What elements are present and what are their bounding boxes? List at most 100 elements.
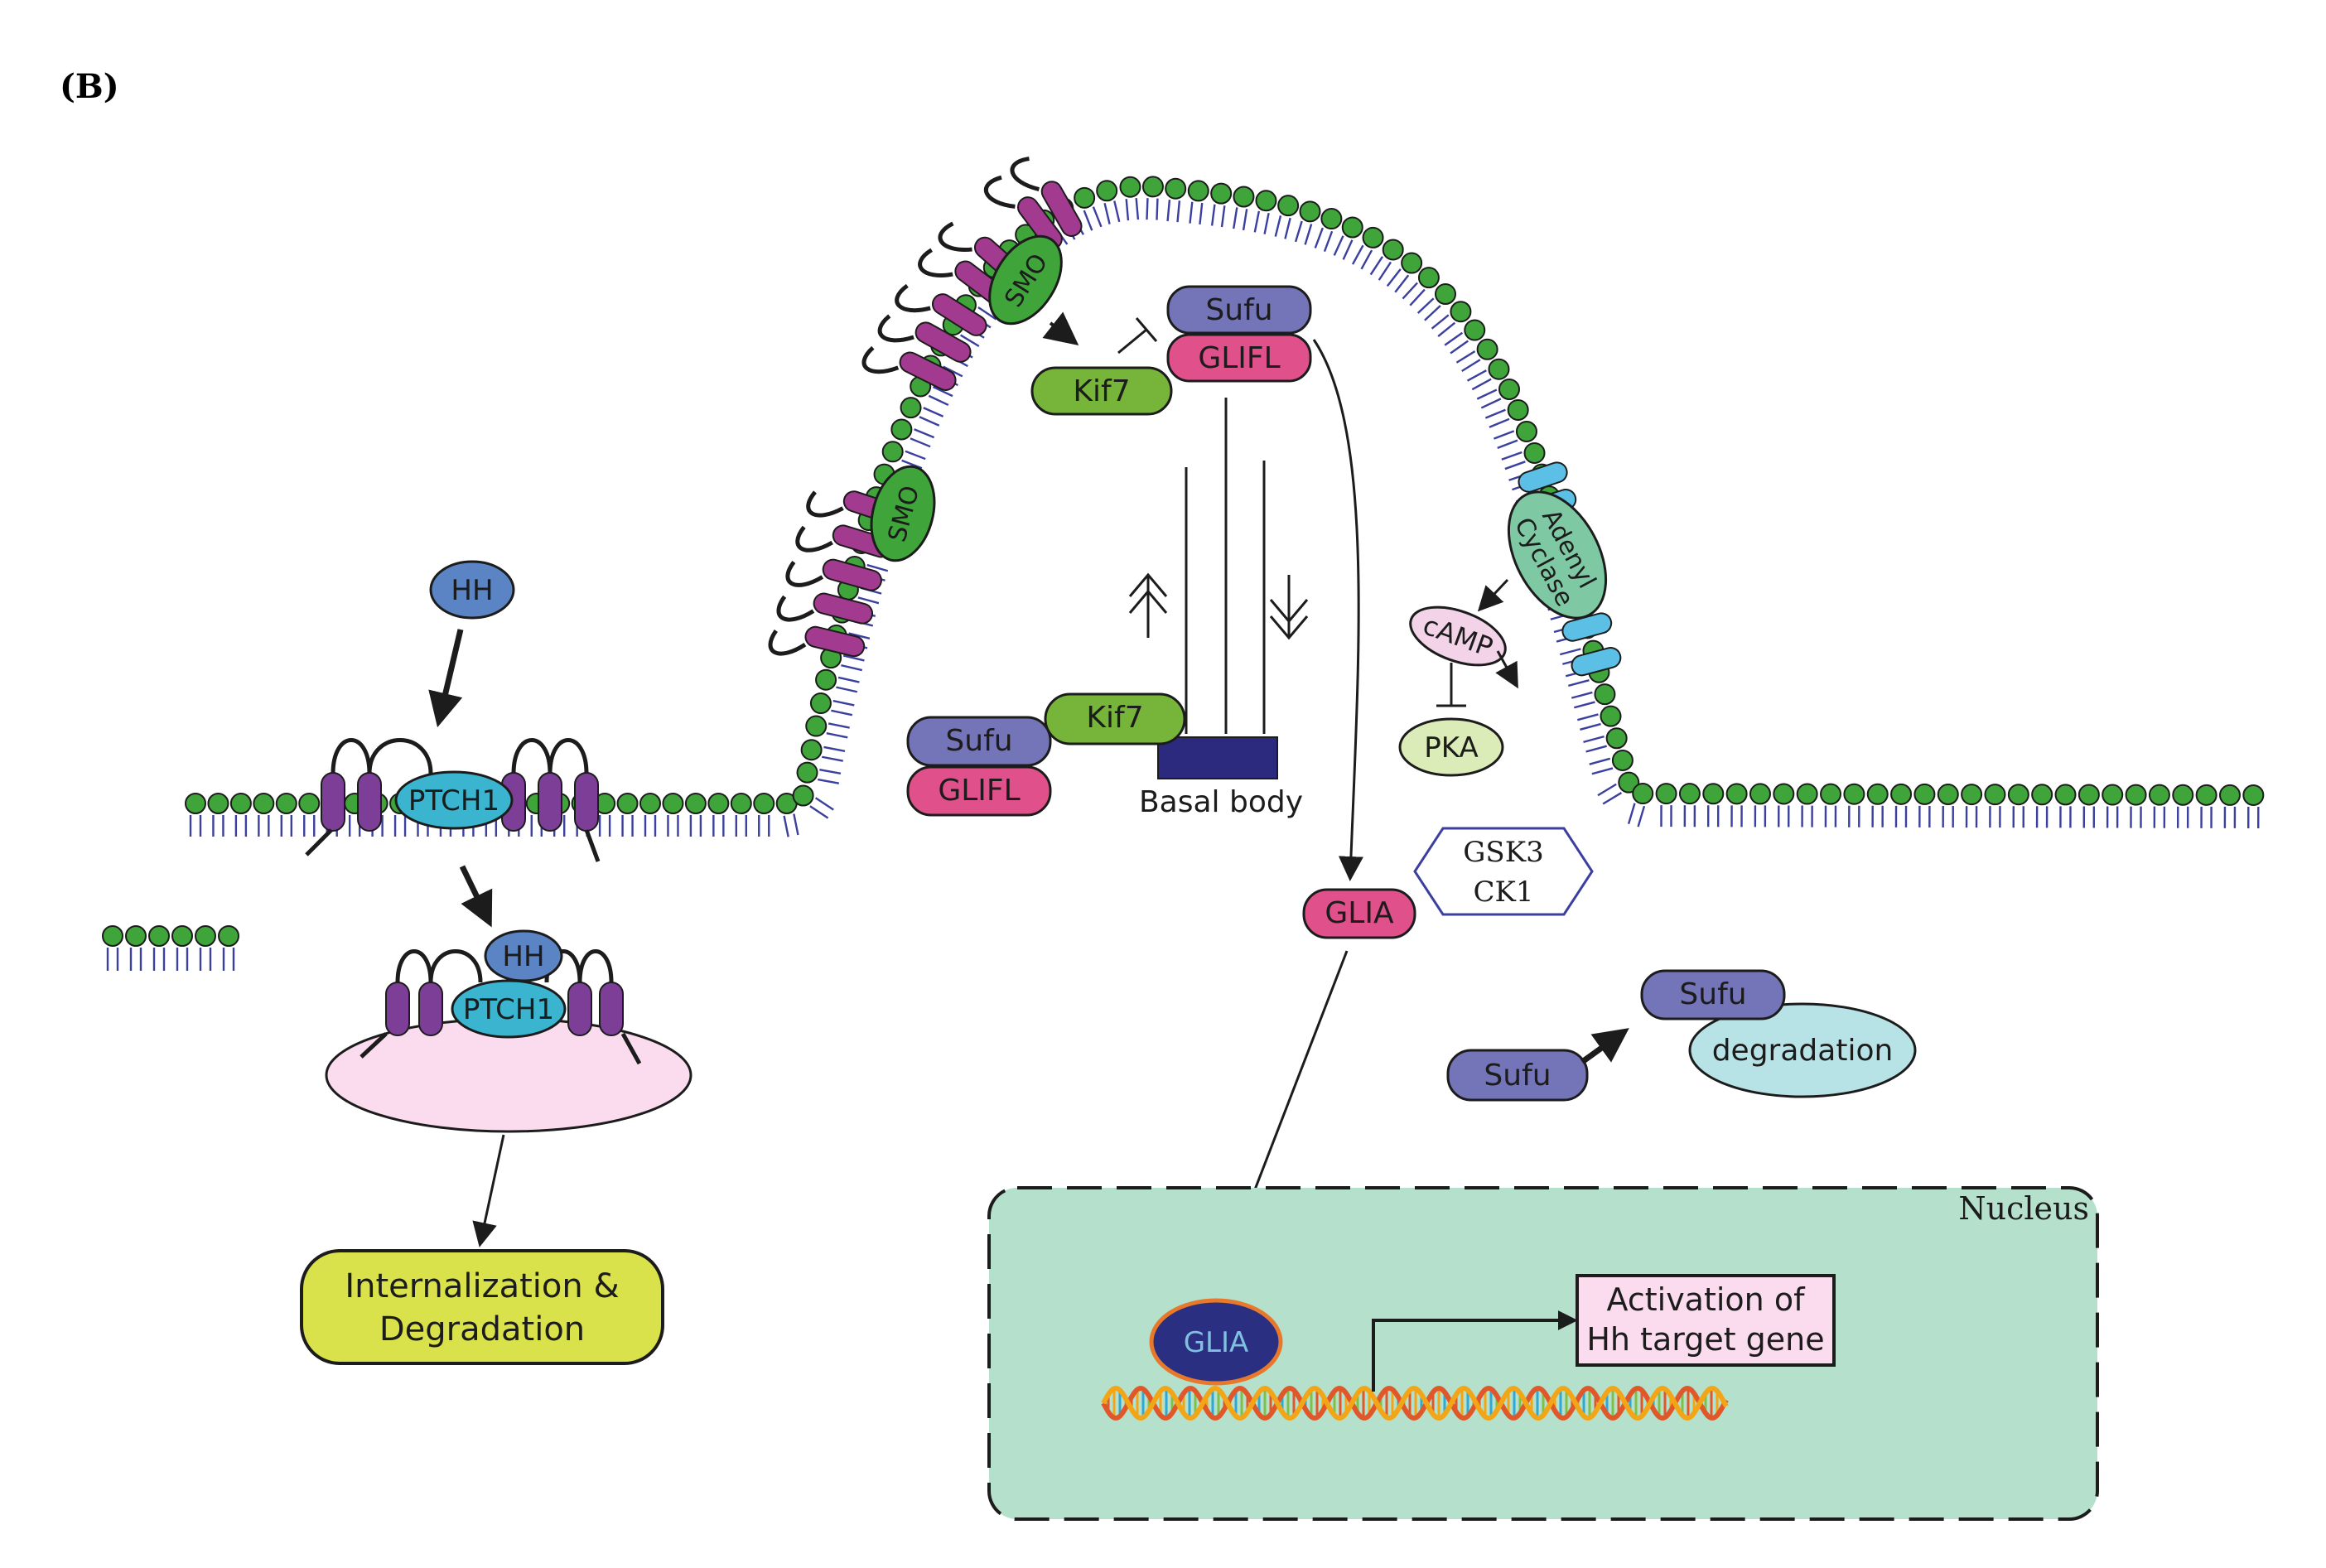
lipid-tail (822, 757, 843, 761)
lipid-head (186, 794, 205, 813)
lipid-head (1436, 284, 1455, 304)
camp-inhibits-pka (1436, 663, 1466, 706)
lipid-tail (823, 747, 845, 751)
lipid-tail (1190, 202, 1193, 224)
lipid-tail (1577, 714, 1598, 720)
lipid-head (811, 693, 831, 713)
lipid-head (172, 926, 192, 946)
lipid-head (219, 926, 239, 946)
lipid-head (798, 763, 818, 783)
lipid-tail (1450, 341, 1468, 354)
transmembrane-helix (358, 773, 381, 831)
lipid-tail (794, 814, 798, 835)
lipid-tail (1127, 199, 1128, 220)
lipid-tail (1603, 793, 1621, 803)
lipid-tail (1498, 441, 1518, 448)
lipid-tail (1568, 680, 1589, 686)
lipid-head (1450, 302, 1470, 321)
lipid-head (195, 926, 215, 946)
lipid-tail (1353, 245, 1363, 264)
glifl-lower-label: GLIFL (938, 774, 1020, 808)
lipid-tail (1296, 221, 1302, 242)
lipid-head (277, 794, 297, 813)
kif7-lower-label: Kif7 (1086, 701, 1143, 735)
ptch1-label: PTCH1 (408, 784, 499, 818)
lipid-tail (1432, 315, 1449, 328)
lipid-head (901, 398, 921, 417)
lipid-head (1962, 784, 1981, 804)
camp-feedback-arrow (1498, 651, 1516, 684)
transmembrane-helix (600, 982, 623, 1035)
lipid-head (731, 794, 751, 813)
lipid-tail (1418, 298, 1434, 313)
lipid-tail (1371, 257, 1383, 275)
lipid-tail (1468, 370, 1487, 380)
kif7-upper: Kif7 (1032, 368, 1171, 414)
lipid-tail (1462, 359, 1480, 371)
retrograde-transport-arrow (1271, 575, 1307, 638)
lipid-tail (1583, 736, 1604, 742)
ck1-label: CK1 (1473, 876, 1533, 909)
activation-line1: Activation of (1607, 1281, 1807, 1318)
extracellular-loop (550, 741, 586, 774)
lipid-head (1419, 268, 1439, 287)
lipid-tail (1592, 768, 1613, 774)
lipid-tail (1265, 213, 1269, 234)
basal-body-label: Basal body (1139, 785, 1303, 819)
nucleus-label: Nucleus (1958, 1190, 2089, 1227)
lipid-head (1383, 239, 1403, 259)
lipid-tail (1285, 218, 1290, 239)
extracellular-loop (514, 741, 550, 774)
glifl-lower: GLIFL (908, 767, 1050, 815)
lipid-tail (1084, 210, 1093, 230)
lipid-head (1633, 784, 1653, 803)
sufu-free: Sufu (1448, 1050, 1587, 1100)
lipid-tail (833, 701, 854, 705)
lipid-head (1097, 181, 1117, 200)
endocytic-membrane-fragment (103, 926, 239, 971)
lipid-tail (1387, 269, 1401, 287)
internalization-line2: Degradation (379, 1310, 585, 1348)
lipid-head (806, 716, 826, 736)
lipid-head (1256, 191, 1276, 210)
hh-binding-arrow (439, 630, 461, 721)
kif7-upper-label: Kif7 (1073, 374, 1130, 408)
lipid-head (1595, 684, 1614, 704)
lipid-head (1499, 379, 1519, 399)
lipid-tail (914, 429, 934, 437)
lipid-tail (1410, 290, 1425, 306)
lipid-tail (1481, 398, 1501, 408)
sufu-upper: Sufu (1168, 287, 1310, 333)
lipid-tail (1156, 199, 1157, 220)
lipid-tail (1212, 205, 1214, 226)
lipid-head (1233, 187, 1253, 207)
lipid-tail (1590, 759, 1610, 765)
lipid-head (1143, 176, 1163, 196)
camp: cAMP (1402, 596, 1513, 676)
transmembrane-helix (568, 982, 591, 1035)
kif7-inhibition (1118, 318, 1156, 353)
lipid-head (1278, 195, 1298, 215)
lipid-tail (1146, 198, 1147, 220)
lipid-tail (1638, 806, 1644, 827)
lipid-tail (1105, 203, 1110, 224)
glifl-processing-arrow (1314, 340, 1358, 876)
adenylyl-cyclase: Adenyl Cyclase (1489, 475, 1625, 634)
lipid-tail (1586, 746, 1607, 752)
hh-label: HH (451, 574, 493, 607)
glia-cytoplasm-label: GLIA (1325, 896, 1394, 930)
extracellular-loop (398, 952, 431, 983)
lipid-tail (819, 770, 841, 774)
lipid-head (126, 926, 146, 946)
lipid-tail (1276, 215, 1281, 236)
extracellular-loop (431, 952, 480, 983)
lipid-head (891, 419, 911, 439)
lipid-tail (836, 688, 857, 692)
lipid-head (708, 794, 728, 813)
hh-ligand: HH (431, 562, 514, 618)
lipid-head (2009, 784, 2029, 804)
lipid-tail (1494, 431, 1513, 438)
lipid-head (231, 794, 251, 813)
lipid-tail (905, 451, 925, 459)
activation-line2: Hh target gene (1586, 1321, 1824, 1358)
